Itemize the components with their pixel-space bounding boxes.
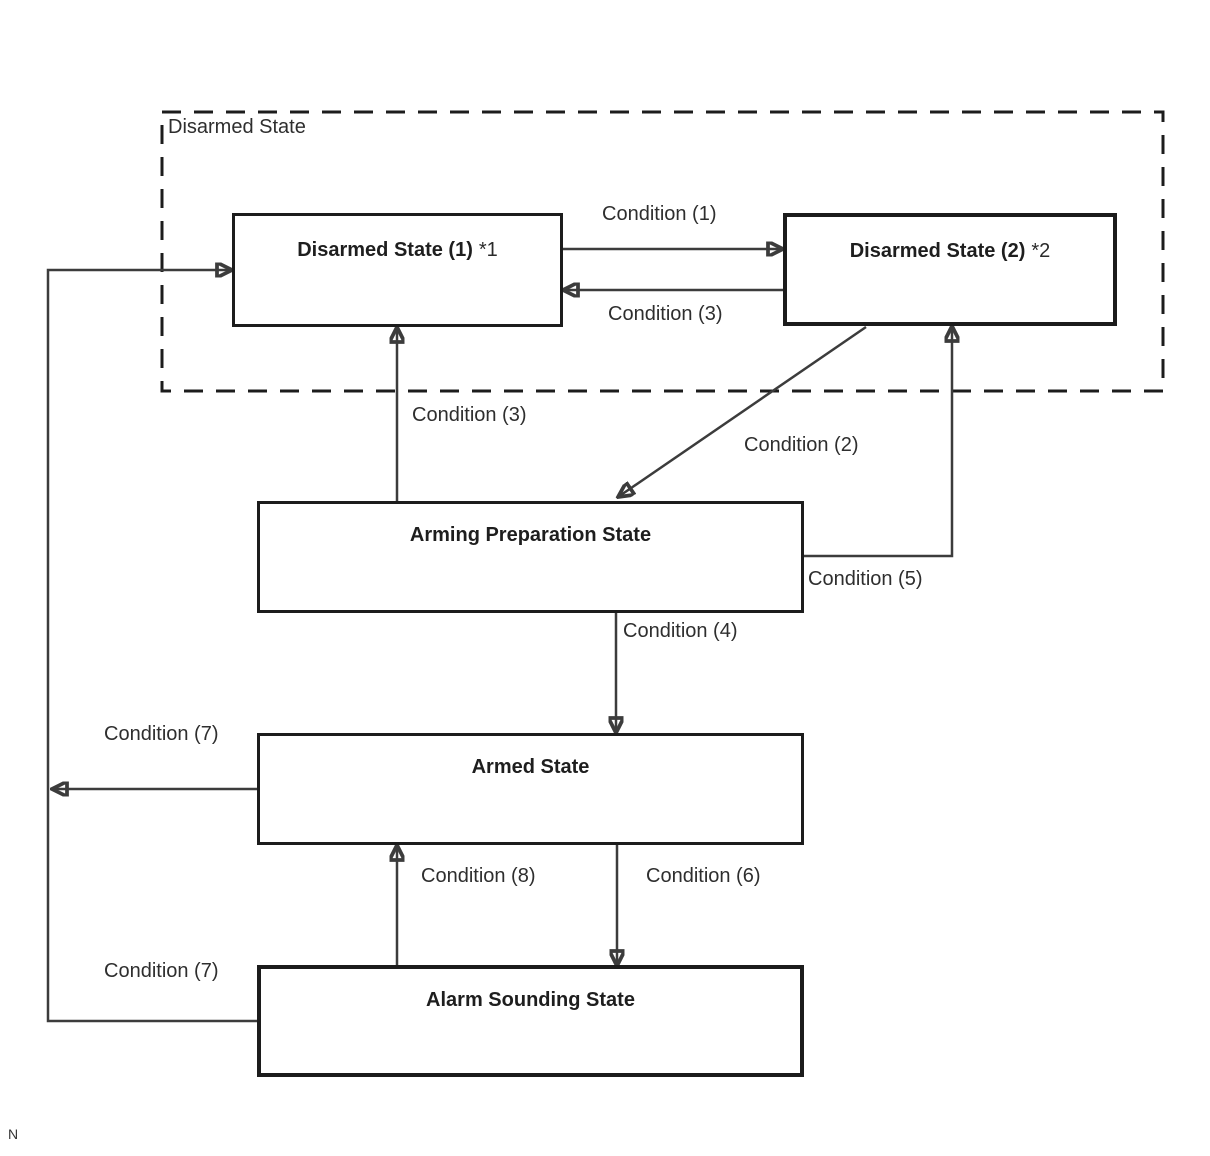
state-box-disarmed-2: Disarmed State (2)*2 bbox=[783, 213, 1117, 326]
label-condition-8: Condition (8) bbox=[421, 865, 536, 887]
label-condition-7-alarm: Condition (7) bbox=[104, 960, 219, 982]
state-suffix-disarmed-2: *2 bbox=[1031, 240, 1051, 262]
label-condition-7-armed: Condition (7) bbox=[104, 723, 219, 745]
state-box-disarmed-1: Disarmed State (1)*1 bbox=[232, 213, 563, 327]
label-condition-5: Condition (5) bbox=[808, 568, 923, 590]
state-title-disarmed-2: Disarmed State (2) bbox=[849, 240, 1026, 262]
label-condition-1: Condition (1) bbox=[602, 203, 717, 225]
state-title-disarmed-1: Disarmed State (1) bbox=[297, 239, 473, 261]
state-title-alarm-sounding: Alarm Sounding State bbox=[426, 989, 635, 1011]
state-title-arming-preparation: Arming Preparation State bbox=[409, 524, 652, 546]
disarmed-group-label: Disarmed State bbox=[168, 116, 306, 138]
label-condition-3-to-disarmed-1: Condition (3) bbox=[412, 404, 527, 426]
label-condition-3-return: Condition (3) bbox=[608, 303, 723, 325]
label-condition-6: Condition (6) bbox=[646, 865, 761, 887]
arrow-condition-5 bbox=[803, 326, 952, 558]
label-condition-4: Condition (4) bbox=[623, 620, 738, 642]
state-box-arming-preparation: Arming Preparation State bbox=[257, 501, 804, 613]
label-condition-2: Condition (2) bbox=[744, 434, 859, 456]
state-title-armed: Armed State bbox=[471, 756, 590, 778]
arrow-condition-2 bbox=[618, 325, 867, 497]
state-box-alarm-sounding: Alarm Sounding State bbox=[257, 965, 804, 1077]
footnote-n: N bbox=[8, 1126, 19, 1142]
state-box-armed: Armed State bbox=[257, 733, 804, 845]
arrow-condition-7-feedback bbox=[46, 270, 257, 1023]
state-suffix-disarmed-1: *1 bbox=[478, 239, 498, 261]
